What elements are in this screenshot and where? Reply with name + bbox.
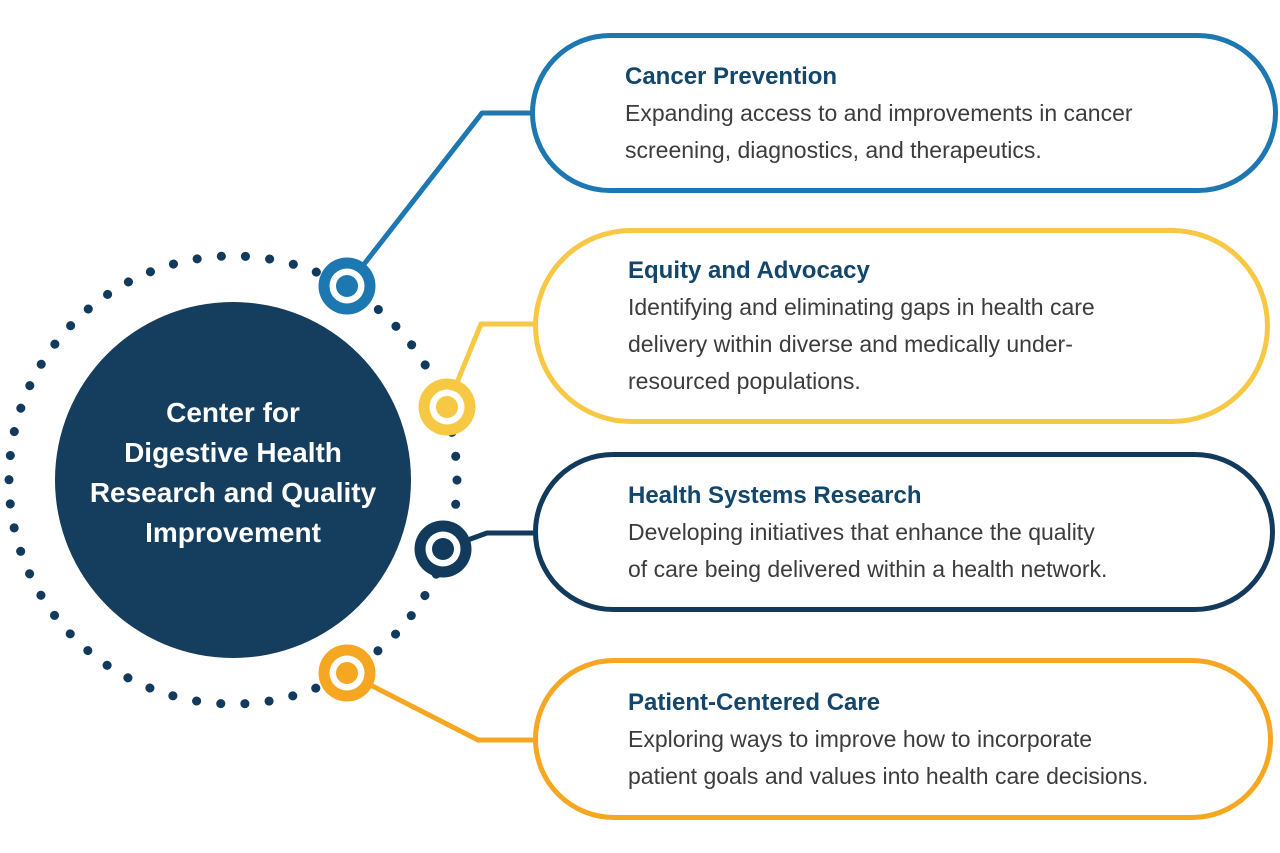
callout-title: Equity and Advocacy	[628, 257, 870, 284]
node-bullseye-systems-icon	[414, 520, 472, 578]
node-bullseye-patient-icon	[318, 644, 376, 702]
callout-body: Identifying and eliminating gaps in heal…	[628, 294, 1095, 394]
dotted-orbit-ring	[4, 251, 462, 709]
connector-line-patient	[345, 670, 552, 743]
connector-line-equity	[444, 321, 552, 408]
callout-body: Exploring ways to improve how to incorpo…	[628, 725, 1149, 789]
node-bullseye-cancer-icon	[318, 257, 376, 315]
callout-title: Cancer Prevention	[625, 62, 838, 90]
callout-equity-advocacy: Equity and Advocacy Identifying and elim…	[533, 228, 1270, 424]
connector-line-cancer	[345, 110, 548, 288]
callout-cancer-prevention: Cancer Prevention Expanding access to an…	[530, 33, 1278, 193]
callout-health-systems-research: Health Systems Research Developing initi…	[533, 452, 1275, 612]
callout-title: Health Systems Research	[628, 481, 922, 509]
center-hub-label: Center for Digestive Health Research and…	[89, 397, 377, 548]
callout-patient-centered-care: Patient-Centered Care Exploring ways to …	[533, 658, 1273, 820]
callout-body: Expanding access to and improvements in …	[625, 99, 1133, 163]
callout-title: Patient-Centered Care	[628, 688, 881, 716]
center-hub-circle: Center for Digestive Health Research and…	[55, 302, 411, 658]
node-bullseye-equity-icon	[418, 378, 476, 436]
callout-body: Developing initiatives that enhance the …	[628, 518, 1108, 582]
